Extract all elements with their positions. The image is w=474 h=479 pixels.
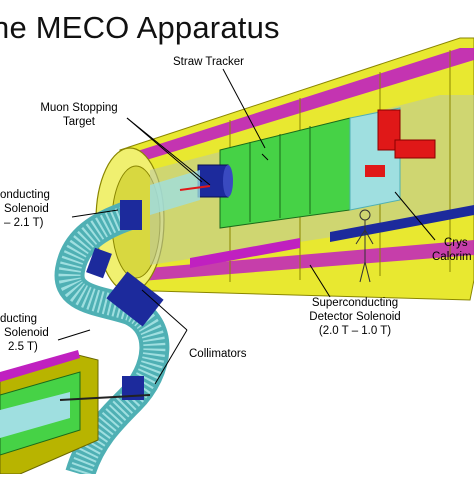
detector-solenoid-label: Superconducting Detector Solenoid (2.0 T… <box>290 296 420 338</box>
muon-target-line2: Target <box>63 116 95 128</box>
muon-target-label: Muon Stopping Target <box>24 101 134 129</box>
page-title: he MECO Apparatus <box>0 10 280 45</box>
muon-target-line1: Muon Stopping <box>40 102 118 114</box>
transport-solenoid <box>54 200 170 479</box>
production-solenoid-line3: – 2.1 T) <box>4 217 44 229</box>
straw-tracker <box>219 107 401 229</box>
crystal-calorimeter-label: Crys Calorim <box>432 236 472 264</box>
production-solenoid <box>0 350 151 475</box>
muon-stopping-target <box>150 164 233 215</box>
transport-solenoid-line2: Solenoid <box>4 327 49 339</box>
transport-solenoid-line3: 2.5 T) <box>8 341 38 353</box>
production-solenoid-line2: Solenoid <box>4 203 49 215</box>
crystal-line2: Calorim <box>432 251 472 263</box>
person-scale-icon <box>355 209 374 283</box>
transport-solenoid-line1: ducting <box>0 313 38 325</box>
detector-solenoid-line3: (2.0 T – 1.0 T) <box>318 325 392 337</box>
detector-solenoid-line1: Superconducting <box>311 297 399 309</box>
production-solenoid-line1: onducting <box>0 189 50 201</box>
crystal-line1: Crys <box>444 237 468 249</box>
detector-solenoid-line2: Detector Solenoid <box>309 311 401 323</box>
straw-tracker-label: Straw Tracker <box>173 56 244 68</box>
transport-solenoid-label: ducting Solenoid 2.5 T) <box>0 312 49 354</box>
collimators-label: Collimators <box>189 348 247 360</box>
leader-lines <box>57 68 436 385</box>
production-solenoid-label: onducting Solenoid – 2.1 T) <box>0 188 50 230</box>
crystal-calorimeter <box>365 109 436 177</box>
